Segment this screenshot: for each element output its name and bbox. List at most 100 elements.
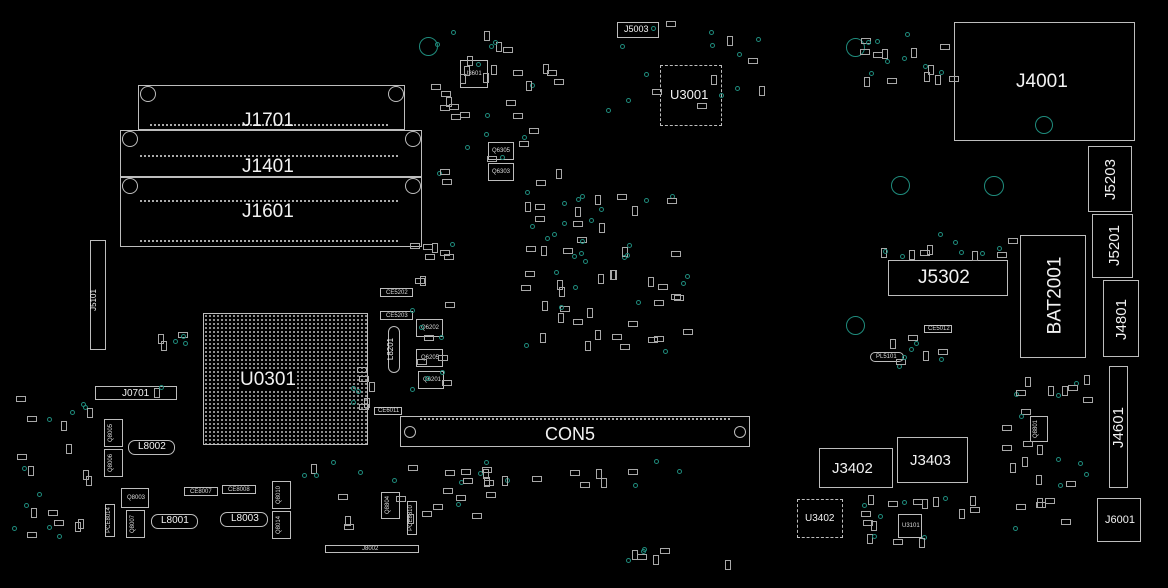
smd-pad bbox=[1021, 409, 1032, 416]
via bbox=[530, 82, 536, 88]
smd-pad bbox=[443, 254, 454, 261]
chip-u3601[interactable] bbox=[460, 60, 488, 88]
smd-pad bbox=[1045, 497, 1056, 504]
smd-pad bbox=[28, 466, 35, 477]
smd-pad bbox=[1066, 480, 1077, 487]
smd-pad bbox=[440, 168, 451, 175]
smd-pad bbox=[1002, 445, 1013, 452]
connector-j5302[interactable] bbox=[888, 260, 1008, 296]
label-l8002: L8002 bbox=[138, 441, 166, 452]
smd-pad bbox=[160, 341, 167, 352]
via bbox=[523, 343, 529, 349]
connector-j1701[interactable] bbox=[138, 85, 405, 130]
inductor-l8003[interactable] bbox=[220, 512, 268, 527]
cap-ce5203[interactable] bbox=[380, 311, 413, 320]
chip-u3402[interactable] bbox=[797, 499, 843, 538]
cap-ce5012[interactable] bbox=[924, 325, 952, 333]
transistor-q8804[interactable] bbox=[381, 492, 400, 519]
connector-j1401[interactable] bbox=[120, 130, 422, 177]
connector-j0701[interactable] bbox=[95, 386, 177, 400]
cap-ce8007[interactable] bbox=[184, 487, 218, 496]
smd-pad bbox=[1007, 237, 1018, 244]
smd-pad bbox=[935, 74, 942, 85]
via bbox=[606, 108, 612, 114]
inductor-l8002[interactable] bbox=[128, 440, 175, 455]
transistor-q8003[interactable] bbox=[121, 488, 149, 508]
smd-pad bbox=[632, 206, 638, 217]
smd-pad bbox=[919, 249, 930, 256]
transistor-q8006[interactable] bbox=[104, 449, 123, 477]
smd-pad bbox=[534, 204, 545, 211]
cap-ce5202[interactable] bbox=[380, 288, 413, 297]
smd-pad bbox=[48, 509, 59, 516]
via bbox=[651, 25, 657, 31]
via bbox=[578, 250, 584, 256]
label-pce8014: PCE8014 bbox=[105, 507, 112, 533]
transistor-q8014[interactable] bbox=[272, 511, 291, 539]
transistor-q6303[interactable] bbox=[488, 163, 514, 181]
label-u0301: U0301 bbox=[240, 369, 296, 390]
connector-j5203[interactable] bbox=[1088, 146, 1132, 212]
via bbox=[884, 59, 890, 65]
smd-pad bbox=[466, 55, 473, 66]
via bbox=[181, 333, 187, 339]
connector-j8002[interactable] bbox=[325, 545, 419, 553]
transistor-q8010[interactable] bbox=[272, 481, 291, 509]
smd-pad bbox=[344, 516, 351, 527]
via bbox=[899, 253, 905, 259]
connector-con5[interactable] bbox=[400, 416, 750, 447]
smd-pad bbox=[586, 307, 593, 318]
via bbox=[545, 235, 550, 241]
connector-j1601[interactable] bbox=[120, 177, 422, 247]
via bbox=[904, 31, 910, 37]
smd-pad bbox=[441, 90, 452, 97]
chip-u3101[interactable] bbox=[898, 514, 922, 538]
via bbox=[663, 349, 669, 355]
cap-ce6011[interactable] bbox=[374, 407, 402, 415]
connector-j3402[interactable] bbox=[819, 448, 893, 488]
cap-ce8008[interactable] bbox=[222, 485, 256, 494]
smd-pad bbox=[671, 294, 682, 301]
inductor-l8001[interactable] bbox=[151, 514, 198, 529]
battery-bat2001[interactable] bbox=[1020, 235, 1086, 358]
label-j0701: J0701 bbox=[122, 388, 150, 399]
transistor-q8801[interactable] bbox=[1030, 416, 1048, 442]
smd-pad bbox=[1062, 385, 1069, 396]
transistor-q8007[interactable] bbox=[126, 510, 145, 538]
smd-pad bbox=[1036, 445, 1043, 456]
via bbox=[937, 231, 943, 237]
mount-hole bbox=[122, 131, 138, 147]
smd-pad bbox=[460, 469, 471, 476]
connector-j4801[interactable] bbox=[1103, 280, 1139, 357]
smd-pad bbox=[464, 65, 471, 76]
transistor-q8005[interactable] bbox=[104, 419, 123, 447]
via bbox=[302, 473, 308, 479]
via bbox=[872, 533, 878, 539]
connector-j6001[interactable] bbox=[1097, 498, 1141, 542]
smd-pad bbox=[528, 127, 539, 134]
smd-pad bbox=[445, 96, 452, 107]
smd-pad bbox=[460, 112, 471, 119]
via bbox=[529, 223, 535, 229]
transistor-q6205[interactable] bbox=[416, 349, 443, 367]
smd-pad bbox=[574, 207, 581, 218]
connector-j5003[interactable] bbox=[617, 22, 659, 38]
cap-pce8810[interactable] bbox=[407, 501, 417, 535]
connector-j3403[interactable] bbox=[897, 437, 968, 483]
label-q6202: Q6202 bbox=[421, 325, 440, 331]
connector-j4601[interactable] bbox=[1109, 366, 1128, 488]
smd-pad bbox=[923, 71, 930, 82]
smd-pad bbox=[86, 476, 93, 487]
cap-pce8014[interactable] bbox=[105, 504, 115, 537]
smd-pad bbox=[456, 495, 467, 502]
via bbox=[755, 37, 761, 43]
connector-j5101[interactable] bbox=[90, 240, 106, 350]
smd-pad bbox=[895, 359, 906, 366]
via bbox=[653, 458, 659, 464]
via bbox=[902, 354, 908, 360]
connector-j5201[interactable] bbox=[1092, 214, 1133, 278]
transistor-q6202[interactable] bbox=[416, 319, 443, 337]
inductor-l8201[interactable] bbox=[388, 326, 400, 373]
via bbox=[736, 51, 742, 57]
